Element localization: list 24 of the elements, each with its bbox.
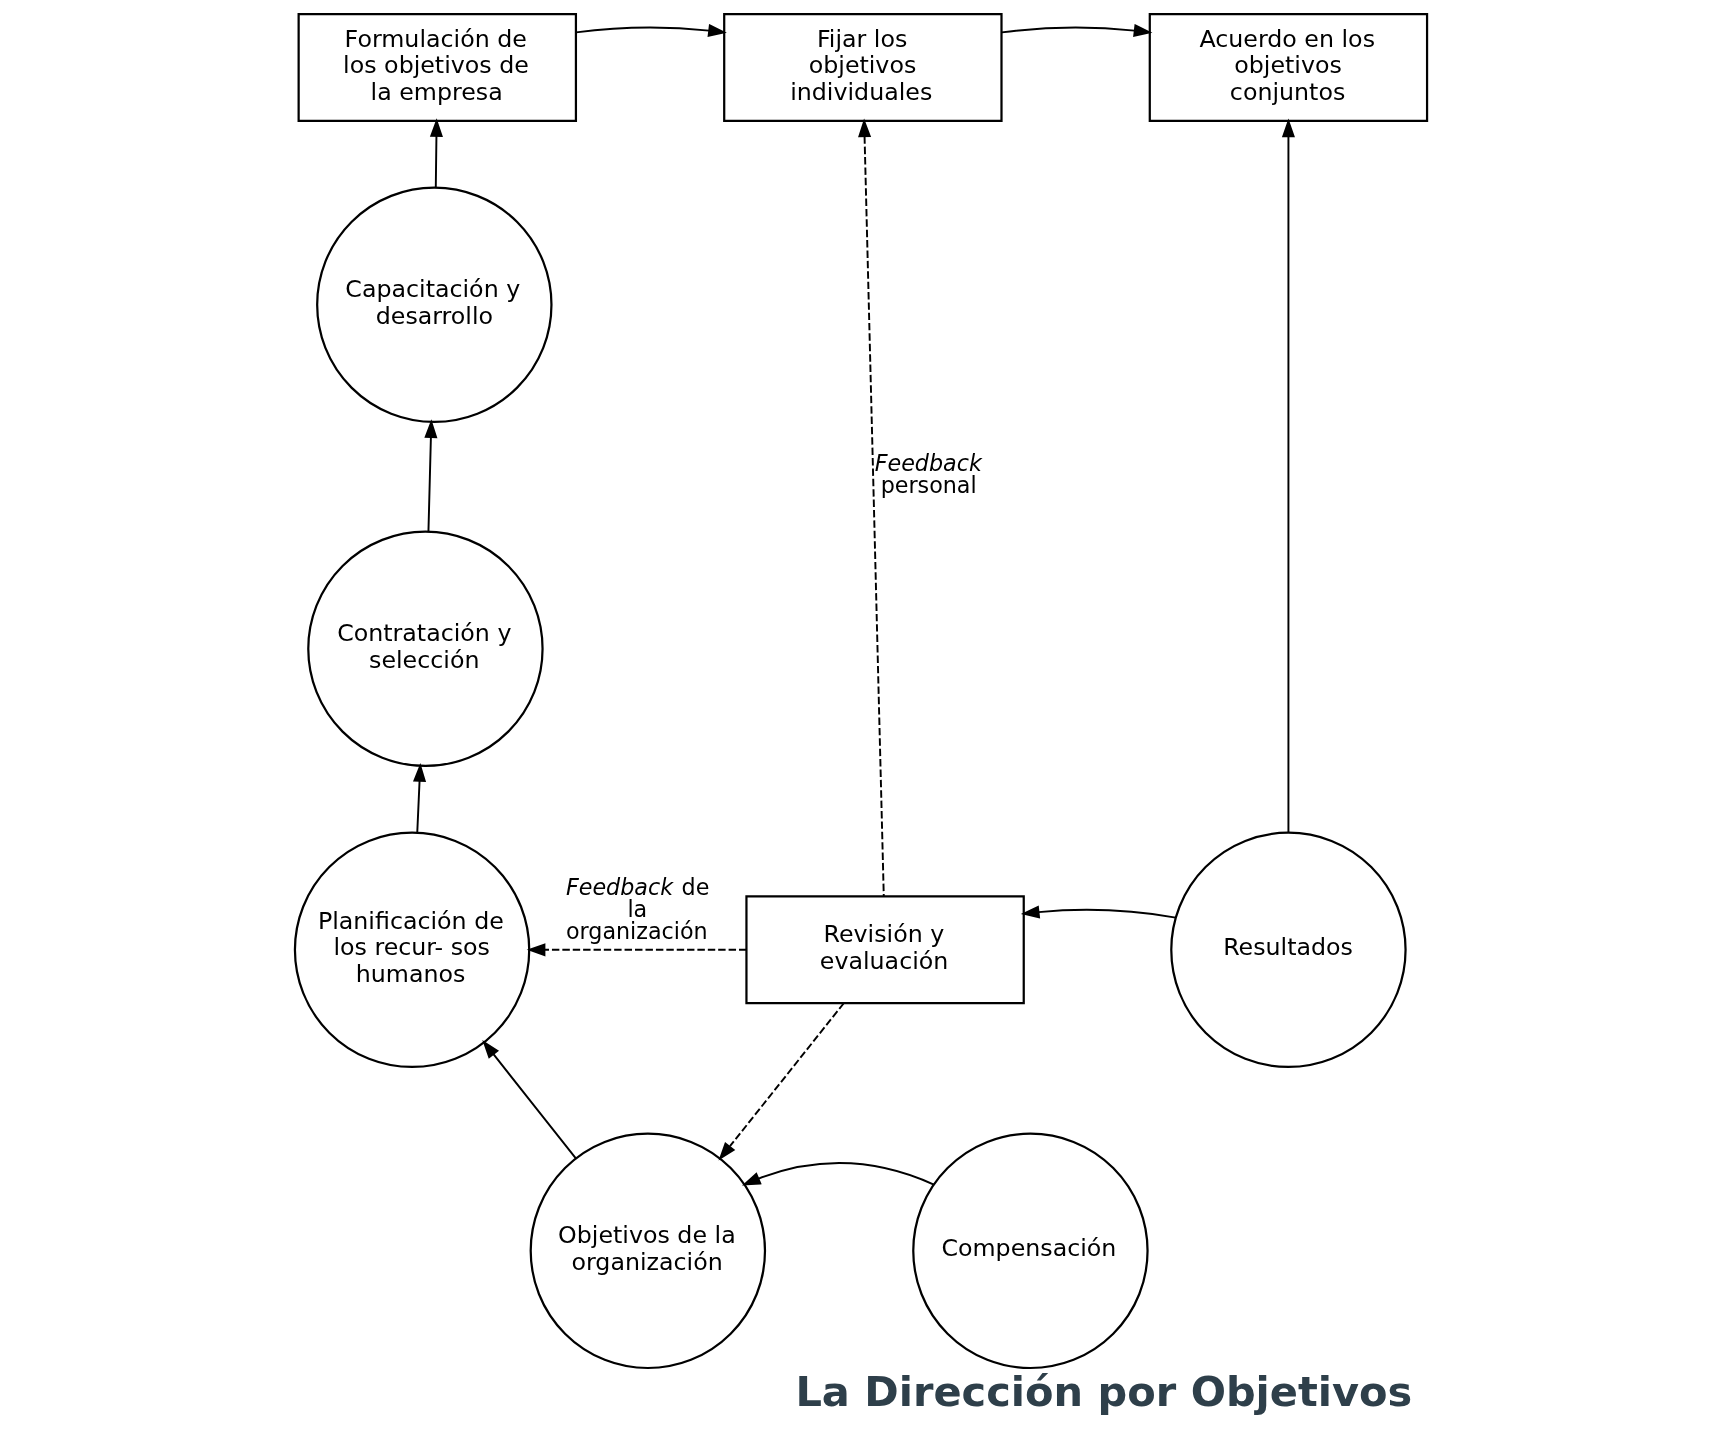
node-box: Acuerdo en los objetivos conjuntos	[1148, 13, 1429, 123]
arrow	[1000, 24, 1153, 37]
arrow	[482, 1040, 577, 1160]
node-box: Formulación de los objetivos de la empresa	[297, 13, 578, 123]
edge-label: Feedback personal	[874, 449, 982, 499]
arrow	[429, 118, 443, 189]
edge-label: Feedback de la organización	[565, 873, 710, 945]
arrow	[575, 24, 727, 37]
arrow	[718, 1002, 845, 1161]
node-circle: Compensación	[912, 1132, 1149, 1370]
arrow	[424, 419, 438, 533]
node-box: Fijar los objetivos individuales	[723, 13, 1003, 123]
node-circle: Contratación y selección	[307, 530, 544, 768]
node-circle: Objetivos de la organización	[529, 1132, 767, 1370]
arrow	[1281, 118, 1295, 834]
node-circle: Planificación de los recur- sos humanos	[293, 831, 531, 1069]
arrow	[1020, 905, 1177, 919]
arrow	[858, 118, 885, 898]
node-circle: Resultados	[1170, 831, 1407, 1069]
arrow	[741, 1162, 935, 1186]
arrow	[413, 763, 427, 834]
arrow	[526, 943, 748, 957]
node-box: Revisión y evaluación	[745, 895, 1025, 1005]
node-circle: Capacitación y desarrollo	[316, 186, 553, 424]
